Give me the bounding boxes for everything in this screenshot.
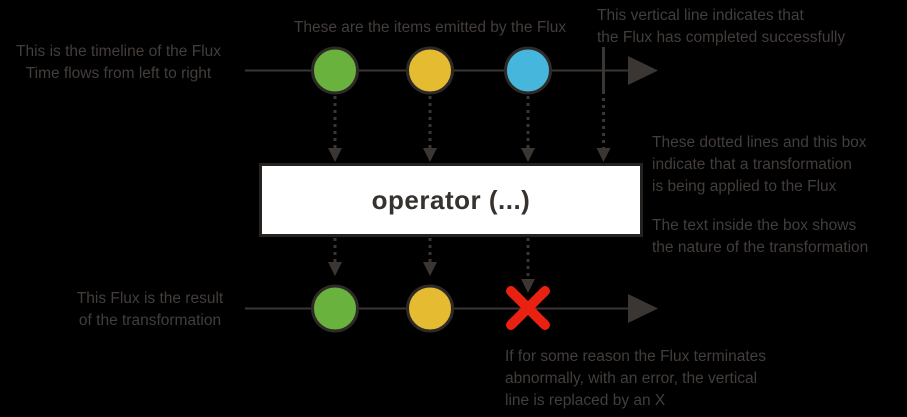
- dotted-arrowhead-icon: [423, 262, 437, 276]
- dotted-arrowhead-icon: [328, 148, 342, 162]
- note-timeline: This is the timeline of the Flux Time fl…: [15, 43, 222, 82]
- dotted-arrowhead-icon: [423, 148, 437, 162]
- input-marble-green: [311, 46, 359, 95]
- operator-box: operator (...): [259, 163, 643, 237]
- input-timeline: [245, 46, 658, 95]
- dotted-arrowhead-icon: [328, 262, 342, 276]
- output-marble-green: [311, 284, 359, 333]
- note-transformation: These dotted lines and this box indicate…: [652, 134, 867, 195]
- note-completed: This vertical line indicates that the Fl…: [597, 7, 846, 46]
- input-marble-yellow: [406, 46, 454, 95]
- dotted-arrowhead-icon: [596, 148, 611, 162]
- note-error: If for some reason the Flux terminates a…: [505, 348, 767, 409]
- output-timeline-arrowhead-icon: [628, 294, 658, 323]
- operator-label: operator (...): [371, 184, 531, 215]
- note-result: This Flux is the result of the transform…: [76, 290, 224, 329]
- output-timeline: [245, 284, 658, 333]
- error-x-icon: [506, 286, 550, 330]
- dotted-arrowhead-icon: [521, 148, 535, 162]
- input-marble-blue: [504, 46, 552, 95]
- output-dotted-arrows: [328, 238, 535, 293]
- note-items-emitted: These are the items emitted by the Flux: [293, 19, 567, 36]
- input-timeline-arrowhead-icon: [628, 56, 658, 85]
- input-dotted-arrows: [328, 96, 611, 162]
- output-marble-yellow: [406, 284, 454, 333]
- note-box-text: The text inside the box shows the nature…: [652, 217, 869, 256]
- dotted-arrowhead-icon: [521, 279, 535, 293]
